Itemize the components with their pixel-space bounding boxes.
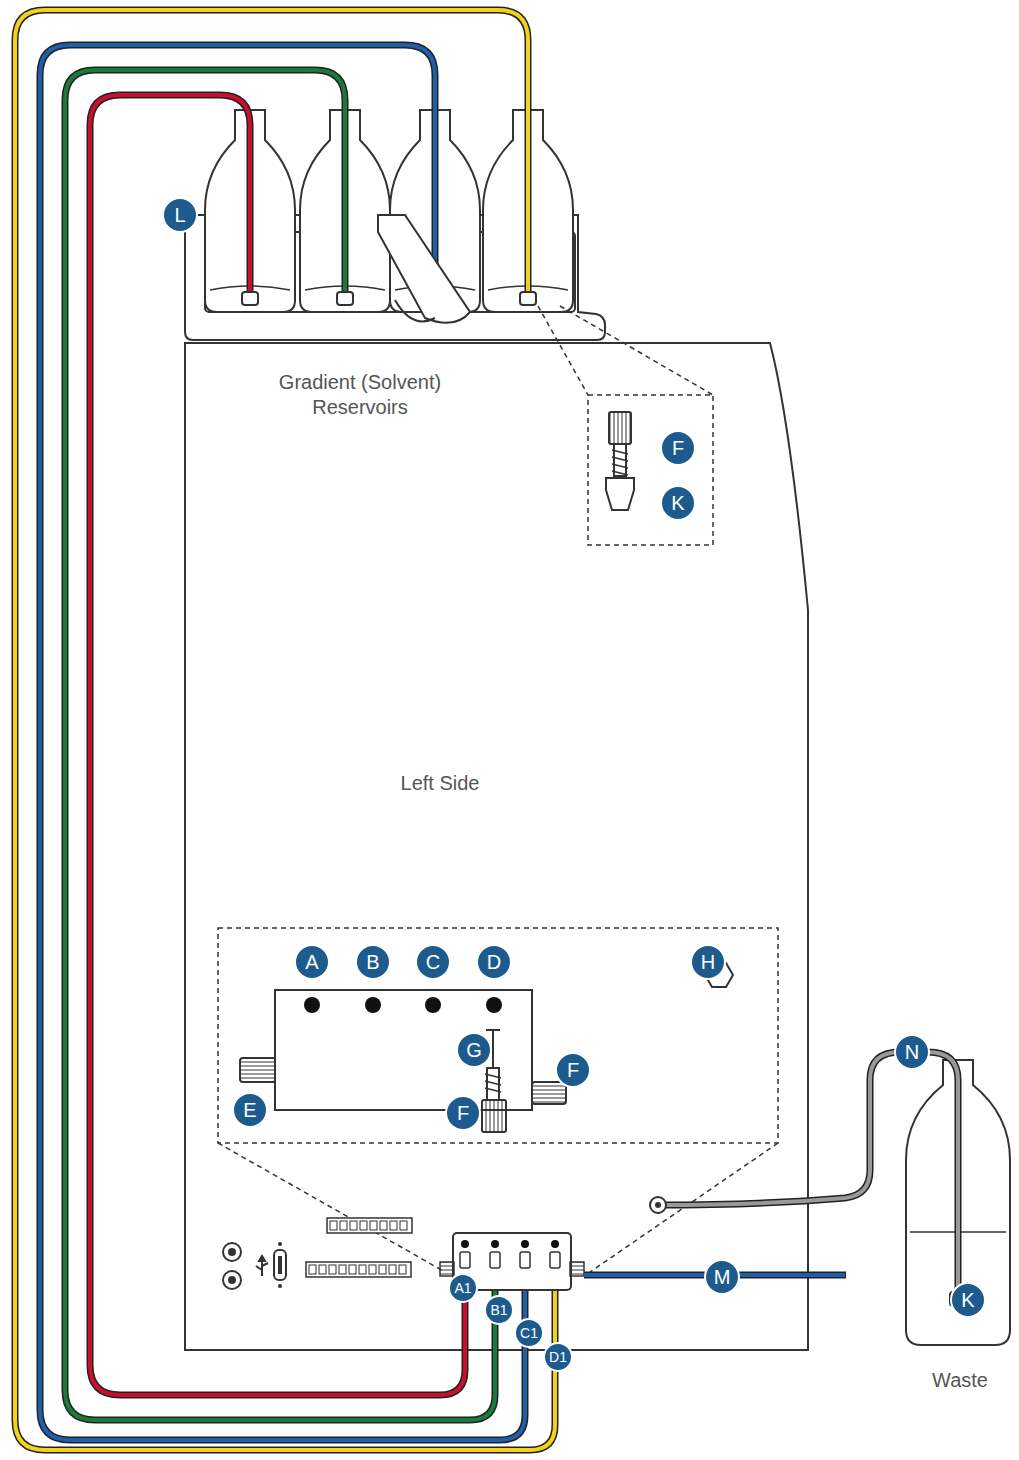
area-label: Left Side (360, 771, 520, 796)
callout-letter: B1 (484, 1295, 514, 1325)
callout-letter: H (690, 944, 726, 980)
callout-letter: K (950, 1282, 986, 1318)
callout-letter: F (445, 1095, 481, 1131)
callout-letter: E (232, 1092, 268, 1128)
callout-letter: B (355, 944, 391, 980)
callout-letter: D1 (543, 1342, 573, 1372)
callout-letter: A (294, 944, 330, 980)
callout-letter: F (555, 1052, 591, 1088)
callout-letter: C1 (514, 1318, 544, 1348)
callout-letter: G (456, 1032, 492, 1068)
callout-letter: C (415, 944, 451, 980)
callout-letter: M (704, 1259, 740, 1295)
callout-letter: N (894, 1034, 930, 1070)
area-label: Gradient (Solvent) Reservoirs (255, 370, 465, 420)
callout-letter: F (660, 430, 696, 466)
callout-letter: L (162, 197, 198, 233)
callout-letter: K (660, 485, 696, 521)
callout-letter: A1 (448, 1273, 478, 1303)
area-label: Waste (900, 1368, 1019, 1393)
callout-letter: D (476, 944, 512, 980)
